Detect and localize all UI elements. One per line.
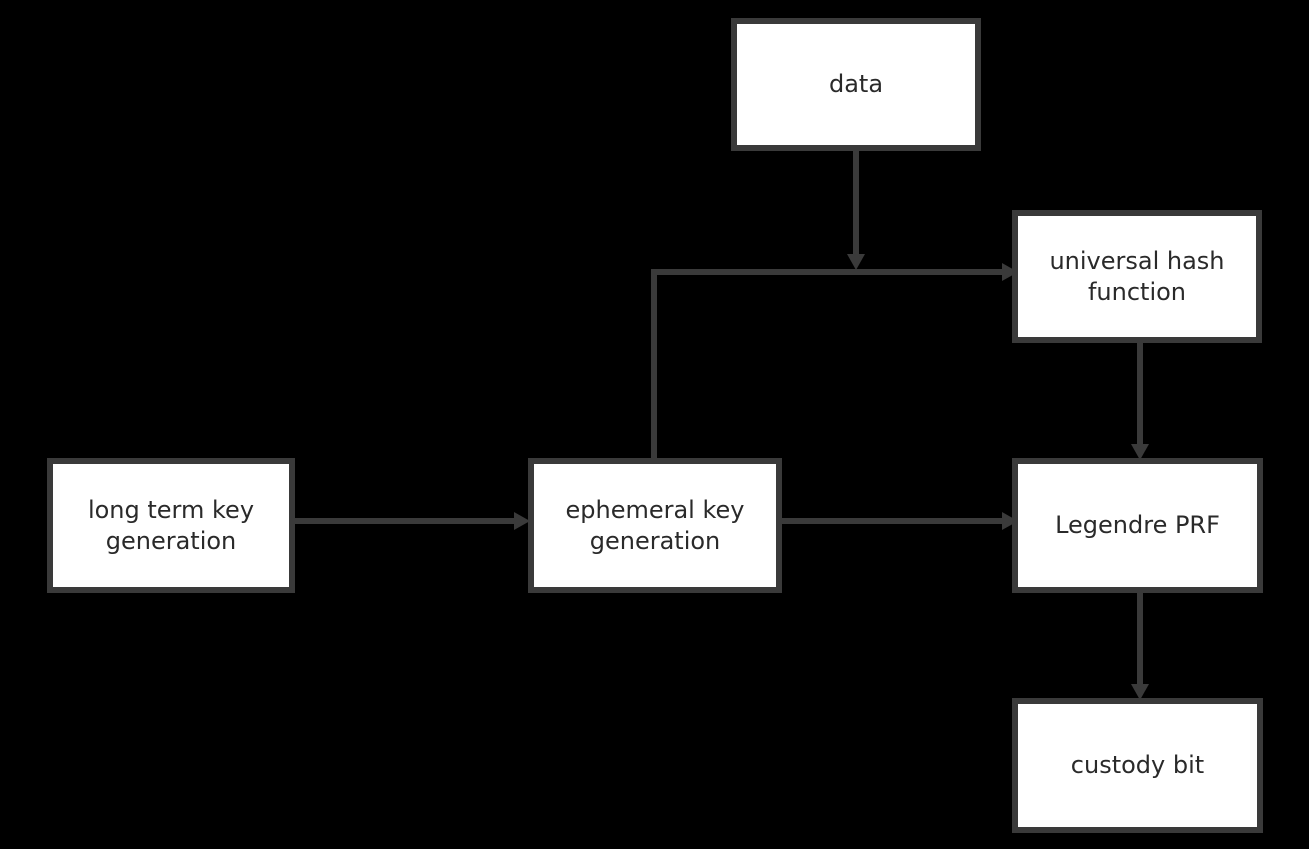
- ephemeral-key-node: ephemeral key generation: [528, 458, 782, 593]
- data-node: data: [731, 18, 981, 151]
- ephemeral-key-node-label: ephemeral key generation: [565, 495, 745, 555]
- arrowhead-to-custody: [1131, 684, 1149, 700]
- arrowhead-to-legendre-top: [1131, 444, 1149, 460]
- arrowhead-data-down: [847, 254, 865, 270]
- custody-bit-node: custody bit: [1012, 698, 1263, 833]
- long-term-key-node-label: long term key generation: [87, 495, 255, 555]
- legendre-prf-node-label: Legendre PRF: [1055, 511, 1220, 539]
- arrowhead-to-ephemeral: [514, 512, 530, 530]
- long-term-key-node: long term key generation: [47, 458, 295, 593]
- edge-ephemeral-to-hash: [651, 269, 1008, 460]
- arrowhead-to-hash: [1002, 263, 1018, 281]
- custody-bit-node-label: custody bit: [1070, 751, 1205, 779]
- universal-hash-node-label: universal hash function: [1049, 246, 1225, 306]
- legendre-prf-node: Legendre PRF: [1012, 458, 1263, 593]
- arrowhead-to-legendre-left: [1002, 512, 1018, 530]
- data-node-label: data: [828, 70, 884, 98]
- universal-hash-node: universal hash function: [1012, 210, 1262, 343]
